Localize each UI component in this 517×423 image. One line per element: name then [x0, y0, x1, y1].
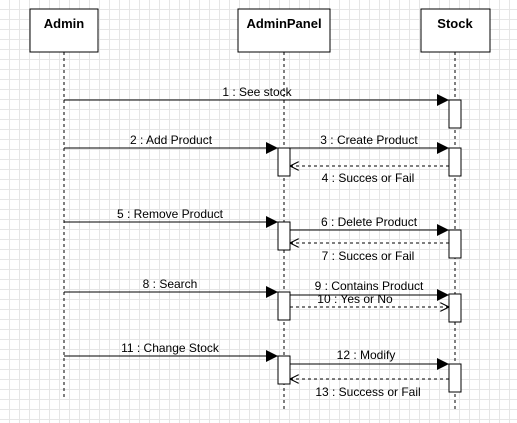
activation-stock-4 [448, 293, 462, 323]
message-8-label: 8 : Search [143, 277, 198, 291]
activation-adminpanel-3 [277, 291, 291, 321]
message-10-label: 10 : Yes or No [317, 292, 393, 306]
participant-adminpanel[interactable]: AdminPanel [237, 8, 331, 53]
message-9-label: 9 : Contains Product [315, 279, 424, 293]
participant-stock-label: Stock [437, 16, 473, 31]
message-7-label: 7 : Succes or Fail [322, 249, 415, 263]
activation-stock-5 [448, 363, 462, 393]
message-5-label: 5 : Remove Product [117, 207, 224, 221]
activation-stock-2 [448, 147, 462, 177]
activation-stock-1 [448, 99, 462, 129]
participant-admin-label: Admin [44, 16, 85, 31]
message-1-label: 1 : See stock [222, 85, 292, 99]
message-2-label: 2 : Add Product [130, 133, 213, 147]
participant-adminpanel-label: AdminPanel [246, 16, 321, 31]
message-13-label: 13 : Success or Fail [315, 385, 420, 399]
activation-stock-3 [448, 229, 462, 259]
message-11-label: 11 : Change Stock [121, 341, 220, 355]
message-6-label: 6 : Delete Product [321, 215, 418, 229]
activation-adminpanel-4 [277, 355, 291, 385]
message-12-label: 12 : Modify [337, 348, 396, 362]
participant-admin[interactable]: Admin [29, 8, 99, 53]
message-3-label: 3 : Create Product [320, 133, 418, 147]
activation-adminpanel-1 [277, 147, 291, 177]
activation-adminpanel-2 [277, 221, 291, 251]
message-4-label: 4 : Succes or Fail [322, 171, 415, 185]
participant-stock[interactable]: Stock [420, 8, 491, 53]
